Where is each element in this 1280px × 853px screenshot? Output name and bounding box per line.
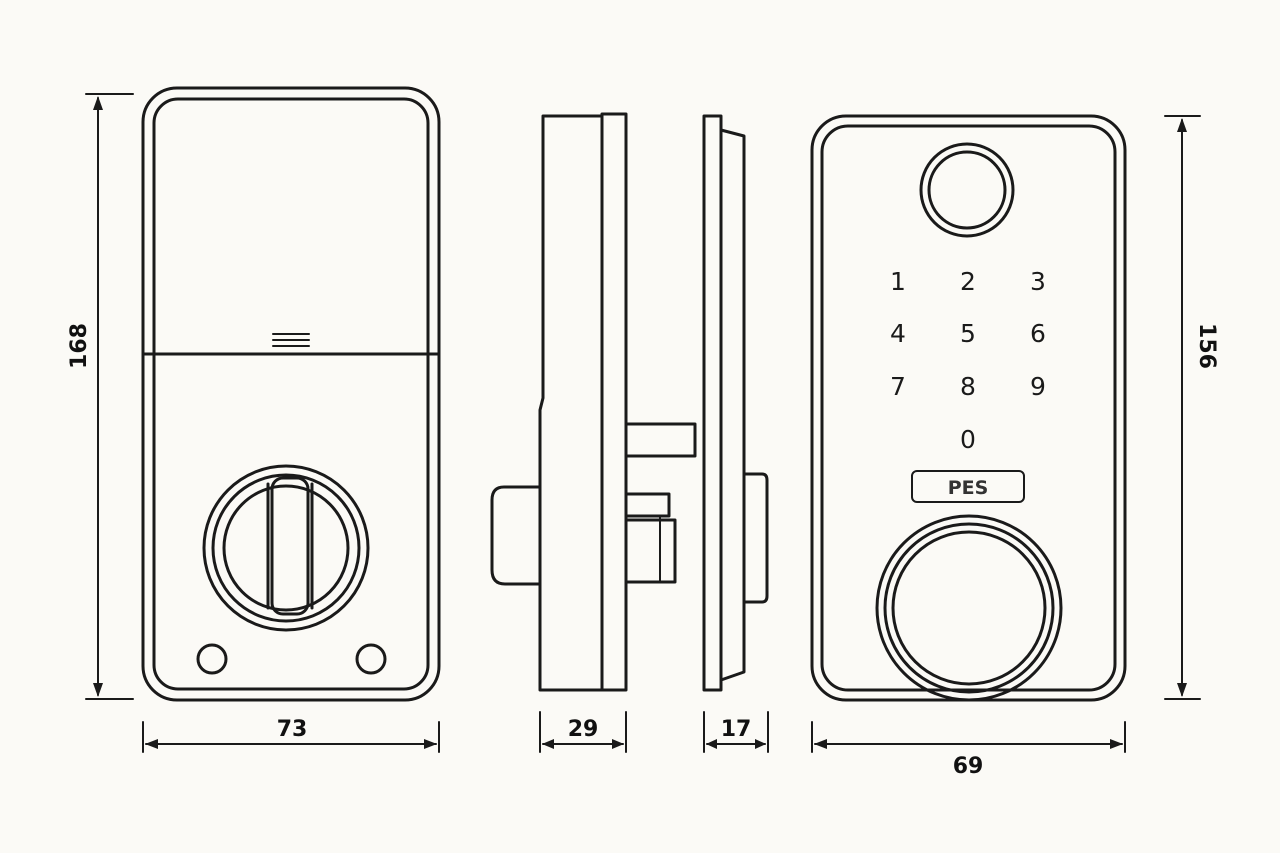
round-knob-icon (875, 514, 1063, 702)
dimension-168-label: 168 (67, 323, 92, 369)
dimension-17: 17 (703, 711, 769, 753)
key-6[interactable]: 6 (1030, 319, 1046, 348)
key-4[interactable]: 4 (890, 319, 906, 348)
dimension-69: 69 (811, 721, 1126, 779)
key-1[interactable]: 1 (890, 267, 906, 296)
dimension-156-label: 156 (1194, 323, 1219, 369)
exterior-inner-body (820, 124, 1117, 692)
key-5[interactable]: 5 (960, 319, 976, 348)
key-2[interactable]: 2 (960, 267, 976, 296)
pes-button[interactable] (911, 470, 1025, 503)
dimension-73-label: 73 (277, 717, 308, 742)
grip-lines-icon (272, 333, 310, 347)
interior-mounting-plate (600, 112, 628, 692)
key-3[interactable]: 3 (1030, 267, 1046, 296)
dimension-69-label: 69 (953, 754, 984, 779)
spindle-tailpiece (624, 422, 697, 458)
dimension-17-label: 17 (721, 717, 752, 742)
dimension-29: 29 (539, 711, 627, 753)
dimension-73: 73 (142, 717, 440, 753)
key-7[interactable]: 7 (890, 372, 906, 401)
screw-hole-right-icon (355, 643, 387, 675)
dimension-29-label: 29 (568, 717, 599, 742)
interior-outer-body (141, 86, 441, 702)
side-view (490, 112, 769, 692)
key-9[interactable]: 9 (1030, 372, 1046, 401)
knob-side-icon (742, 472, 769, 604)
pes-button-label: PES (948, 477, 989, 499)
exterior-outer-body (810, 114, 1127, 702)
thumbturn-side-icon (490, 485, 542, 586)
exterior-front-view: 1 2 3 4 5 6 7 8 9 0 PES (810, 114, 1127, 702)
screw-hole-left-icon (196, 643, 228, 675)
interior-inner-body (152, 97, 430, 691)
exterior-side-housing (719, 128, 746, 682)
exterior-mounting-plate (702, 114, 723, 692)
latch-bolt-lower (624, 518, 677, 584)
interior-side-housing (538, 114, 604, 692)
interior-front-view (141, 86, 441, 702)
dimension-168: 168 (67, 93, 134, 700)
latch-bolt-upper (624, 492, 671, 518)
key-8[interactable]: 8 (960, 372, 976, 401)
key-0[interactable]: 0 (960, 425, 976, 454)
fingerprint-sensor-icon (919, 142, 1015, 238)
thumbturn-icon (202, 464, 370, 632)
dimension-156: 156 (1164, 115, 1219, 700)
